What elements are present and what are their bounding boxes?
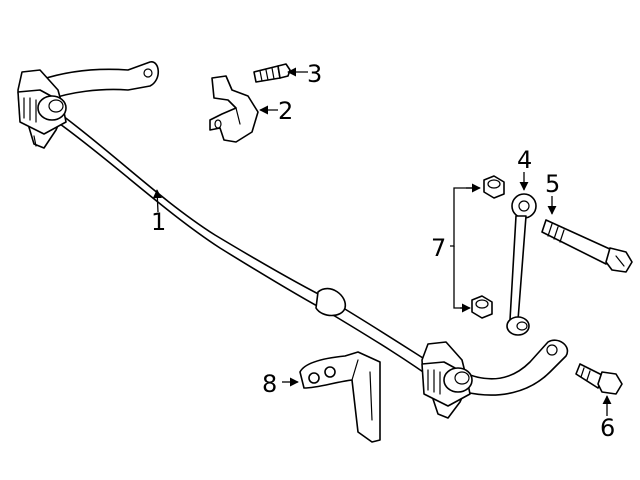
callout-8: 8 [262, 370, 277, 398]
callout-3: 3 [307, 60, 322, 88]
callout-4: 4 [517, 146, 532, 174]
leaders [152, 67, 612, 416]
callout-5: 5 [545, 170, 560, 198]
nuts-part-7 [471, 175, 505, 319]
bolt-part-5 [541, 219, 633, 273]
bolt-part-6 [575, 363, 623, 395]
bolt-part-3 [253, 63, 291, 83]
right-bushing-bracket [421, 341, 473, 419]
callout-6: 6 [600, 414, 615, 442]
bushing-part-2 [209, 75, 259, 143]
bracket-part-8 [299, 351, 381, 443]
callout-2: 2 [278, 97, 293, 125]
callout-7: 7 [431, 234, 446, 262]
callout-1: 1 [151, 208, 166, 236]
stabilizer-bar [39, 61, 569, 396]
left-bushing-bracket [17, 69, 67, 149]
stabilizer-link-part-4 [506, 193, 537, 336]
